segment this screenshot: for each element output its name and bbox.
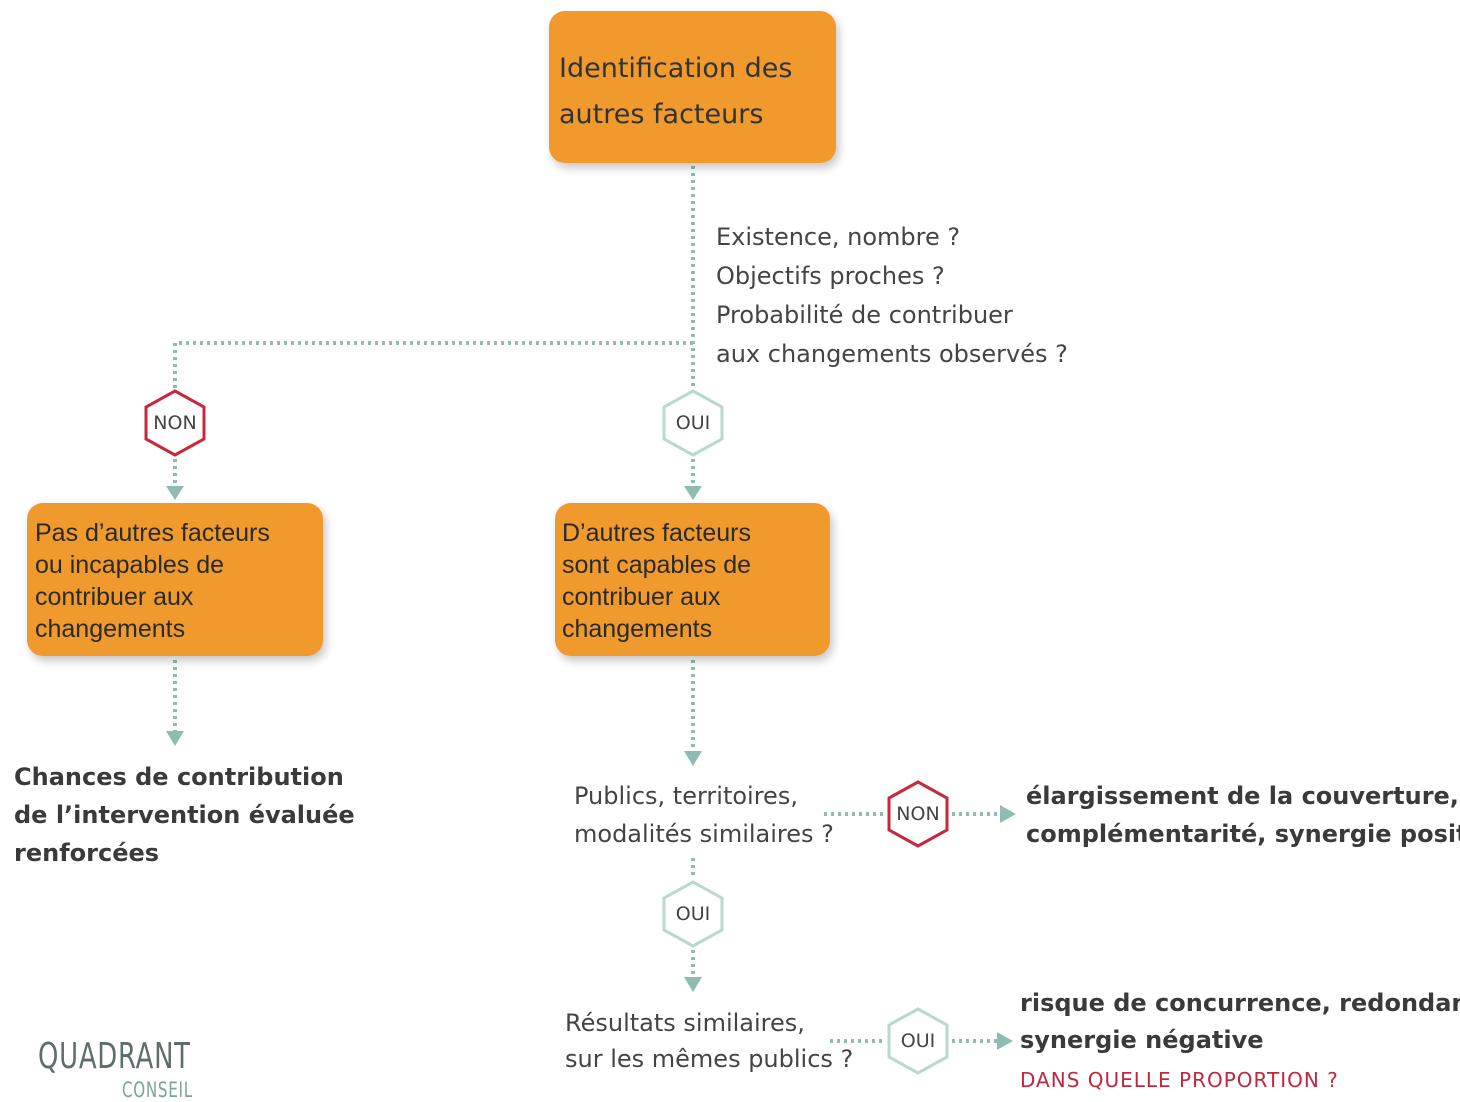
contribution-result-line-2: de l’intervention évaluée bbox=[14, 801, 355, 829]
hex-oui-second-label: OUI bbox=[675, 903, 711, 925]
negative-synergy-line-2: synergie négative bbox=[1020, 1026, 1264, 1054]
proportion-question: DANS QUELLE PROPORTION ? bbox=[1020, 1068, 1339, 1092]
no-other-factors-line-3: contribuer aux bbox=[35, 583, 194, 611]
other-factors-line-4: changements bbox=[562, 615, 713, 643]
first-questions: Existence, nombre ? Objectifs proches ? … bbox=[716, 218, 1068, 374]
second-question-line-2: modalités similaires ? bbox=[574, 820, 834, 848]
no-other-factors-line-2: ou incapables de bbox=[35, 551, 225, 579]
no-other-factors-box: Pas d’autres facteurs ou incapables de c… bbox=[27, 503, 323, 656]
third-question-line-1: Résultats similaires, bbox=[565, 1009, 805, 1037]
question-probabilite: Probabilité de contribuer bbox=[716, 301, 1013, 329]
other-factors-box: D’autres facteurs sont capables de contr… bbox=[555, 503, 830, 656]
third-question: Résultats similaires, sur les mêmes publ… bbox=[565, 1005, 853, 1077]
question-existence: Existence, nombre ? bbox=[716, 223, 961, 251]
identification-box-line-2: autres facteurs bbox=[559, 99, 764, 130]
hex-oui-first-label: OUI bbox=[675, 412, 711, 434]
hex-oui-third: OUI bbox=[886, 1006, 950, 1076]
other-factors-line-1: D’autres facteurs bbox=[562, 519, 751, 547]
hex-oui-third-label: OUI bbox=[900, 1030, 936, 1052]
question-objectifs: Objectifs proches ? bbox=[716, 262, 945, 290]
positive-synergy-result: élargissement de la couverture, compléme… bbox=[1026, 777, 1460, 853]
no-other-factors-line-1: Pas d’autres facteurs bbox=[35, 519, 270, 547]
other-factors-line-2: sont capables de bbox=[562, 551, 752, 579]
arrowhead-q2 bbox=[684, 751, 702, 766]
logo-sub-text: CONSEIL bbox=[122, 1078, 193, 1102]
arrowhead-q3 bbox=[684, 977, 702, 992]
hex-non-first: NON bbox=[143, 388, 207, 458]
negative-synergy-line-1: risque de concurrence, redondance, bbox=[1020, 989, 1460, 1017]
no-other-factors-line-4: changements bbox=[35, 615, 186, 643]
contribution-result: Chances de contribution de l’interventio… bbox=[14, 758, 355, 872]
arrowhead-oui3-result bbox=[997, 1032, 1013, 1050]
arrowhead-right-box bbox=[684, 486, 702, 500]
contribution-result-line-3: renforcées bbox=[14, 839, 160, 867]
arrowhead-non2-result bbox=[1000, 805, 1016, 823]
arrowhead-left-result bbox=[166, 731, 184, 746]
logo-main-text: QUADRANT bbox=[38, 1036, 191, 1077]
quadrant-logo: QUADRANT CONSEIL bbox=[38, 1036, 250, 1102]
negative-synergy-result: risque de concurrence, redondance, syner… bbox=[1020, 985, 1460, 1059]
positive-synergy-line-2: complémentarité, synergie positive bbox=[1026, 820, 1460, 848]
identification-box: Identification des autres facteurs bbox=[549, 11, 836, 163]
hex-non-second-label: NON bbox=[896, 803, 940, 825]
hex-non-second: NON bbox=[886, 779, 950, 849]
hex-non-first-label: NON bbox=[153, 412, 197, 434]
second-question-line-1: Publics, territoires, bbox=[574, 782, 798, 810]
other-factors-line-3: contribuer aux bbox=[562, 583, 721, 611]
hex-oui-second: OUI bbox=[661, 879, 725, 949]
second-question: Publics, territoires, modalités similair… bbox=[574, 777, 834, 853]
contribution-result-line-1: Chances de contribution bbox=[14, 763, 344, 791]
positive-synergy-line-1: élargissement de la couverture, bbox=[1026, 782, 1459, 810]
hex-oui-first: OUI bbox=[661, 388, 725, 458]
arrowhead-left-box bbox=[166, 486, 184, 500]
identification-box-line-1: Identification des bbox=[559, 53, 793, 84]
third-question-line-2: sur les mêmes publics ? bbox=[565, 1045, 854, 1073]
question-changements: aux changements observés ? bbox=[716, 340, 1068, 368]
